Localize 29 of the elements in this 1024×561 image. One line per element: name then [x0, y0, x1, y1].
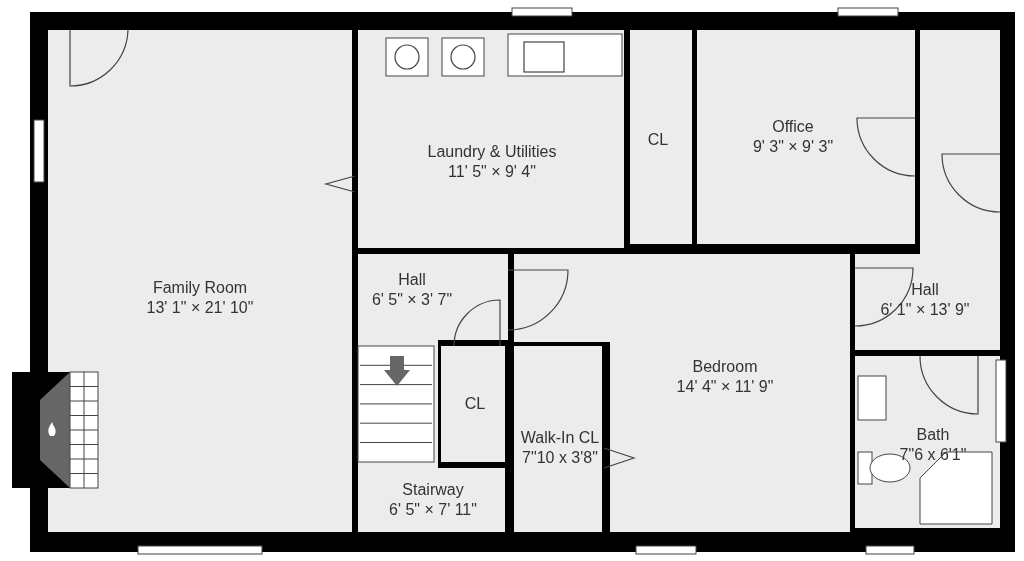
room-name: Bedroom	[691, 357, 759, 377]
room-name: Walk-In CL	[520, 428, 600, 448]
room-name: Hall	[910, 280, 940, 300]
room-name: Hall	[397, 270, 427, 290]
room	[358, 468, 505, 532]
room	[441, 346, 505, 462]
room-dimensions: 6' 5" × 3' 7"	[371, 290, 453, 310]
room	[855, 254, 1000, 350]
room-dimensions: 11' 5" × 9' 4"	[447, 162, 537, 182]
room-name: CL	[464, 394, 486, 414]
room-name: CL	[647, 130, 669, 150]
room-name: Stairway	[401, 480, 465, 500]
room-name: Bath	[915, 425, 951, 445]
room-dimensions: 9' 3" × 9' 3"	[752, 137, 834, 157]
room-name: Office	[771, 117, 815, 137]
room-dimensions: 7"10 x 3'8"	[521, 448, 599, 468]
room-dimensions: 14' 4" × 11' 9"	[676, 377, 774, 397]
room	[630, 30, 692, 244]
room	[358, 254, 508, 340]
room	[514, 346, 602, 532]
room	[610, 254, 850, 532]
room	[697, 30, 915, 244]
room-dimensions: 6' 1" × 13' 9"	[880, 300, 970, 320]
room-name: Family Room	[151, 278, 249, 298]
room-dimensions: 13' 1" × 21' 10"	[146, 298, 254, 318]
room	[48, 30, 352, 532]
room-dimensions: 6' 5" × 7' 11"	[389, 500, 477, 520]
room-dimensions: 7"6 x 6'1"	[899, 445, 967, 465]
room-name: Laundry & Utilities	[427, 142, 557, 162]
